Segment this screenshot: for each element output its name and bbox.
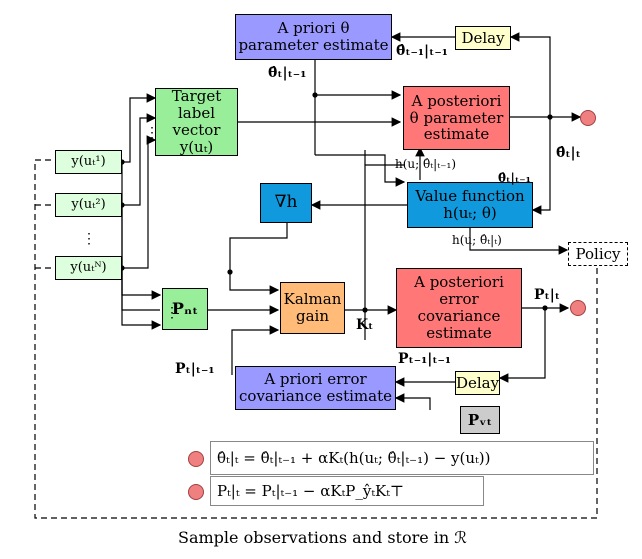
input-label-2: y(uₜ²) <box>71 196 106 212</box>
posterior-theta-block: A posteriori θ parameter estimate <box>403 86 510 150</box>
prior-theta-line2: parameter estimate <box>238 36 389 54</box>
prior-theta-line1: A priori θ <box>277 19 350 38</box>
posterior-theta-line2: θ parameter <box>409 108 504 127</box>
p-equation-text: Pₜ|ₜ = Pₜ|ₜ₋₁ − αKₜP_ŷₜKₜ⊤ <box>217 482 405 500</box>
posterior-cov-block: A posteriori error covariance estimate <box>396 268 522 348</box>
delay-bottom-label: Delay <box>455 373 500 392</box>
target-dots: ⋮ <box>145 125 159 141</box>
target-line1: Target <box>171 87 222 106</box>
prior-cov-block: A priori error covariance estimate <box>235 366 396 410</box>
kalman-line1: Kalman <box>283 290 342 309</box>
theta-prev-label: θ̂ₜ₋₁|ₜ₋₁ <box>396 43 448 59</box>
theta-equation: θ̂ₜ|ₜ = θ̂ₜ|ₜ₋₁ + αKₜ(h(uₜ; θ̂ₜ|ₜ₋₁) − y… <box>210 441 594 475</box>
value-fn-line2: h(uₜ; θ) <box>443 204 497 222</box>
value-fn-block: Value function h(uₜ; θ) <box>407 182 533 228</box>
value-fn-line1: Value function <box>415 187 525 206</box>
input-label-1: y(uₜ¹) <box>71 153 106 169</box>
theta-output-dot <box>580 110 596 126</box>
posterior-cov-line2: error covariance <box>417 290 501 325</box>
delay-top-block: Delay <box>455 26 511 50</box>
posterior-cov-line3: estimate <box>426 323 492 342</box>
p-n-block: Pₙₜ <box>162 288 208 330</box>
posterior-theta-line1: A posteriori <box>411 91 502 110</box>
p-prior-label: Pₜ|ₜ₋₁ <box>175 361 215 377</box>
prior-cov-line1: A priori error <box>264 370 367 389</box>
pn-dots: ⋮ <box>165 305 179 321</box>
h-prior-label: h(u; θ̂ₜ|ₜ₋₁) <box>395 157 457 171</box>
delay-bottom-block: Delay <box>455 371 500 395</box>
posterior-cov-line1: A posteriori <box>414 273 504 292</box>
k-label: Kₜ <box>356 317 374 333</box>
p-n-label: Pₙₜ <box>171 299 199 319</box>
p-output-dot <box>570 300 586 316</box>
p-prev-label: Pₜ₋₁|ₜ₋₁ <box>398 351 452 367</box>
kalman-block: Kalman gain <box>280 282 345 334</box>
h-post-label: h(u; θ̂ₜ|ₜ) <box>452 233 502 247</box>
footer-caption: Sample observations and store in ℛ <box>178 528 468 547</box>
p-v-block: Pᵥₜ <box>460 406 500 434</box>
theta-post-label: θ̂ₜ|ₜ <box>556 145 581 161</box>
input-label-n: y(uₜᴺ) <box>70 259 107 275</box>
p-eq-dot <box>188 484 204 500</box>
target-block: Target label vector y(uₜ) <box>155 88 238 156</box>
delay-top-label: Delay <box>461 28 505 47</box>
input-box-1: y(uₜ¹) <box>55 150 122 174</box>
theta-eq-dot <box>188 451 204 467</box>
theta-equation-text: θ̂ₜ|ₜ = θ̂ₜ|ₜ₋₁ + αKₜ(h(uₜ; θ̂ₜ|ₜ₋₁) − y… <box>217 449 491 467</box>
p-v-label: Pᵥₜ <box>467 410 493 429</box>
target-line3: y(uₜ) <box>179 137 214 156</box>
input-box-2: y(uₜ²) <box>55 193 122 217</box>
input-box-n: y(uₜᴺ) <box>55 256 122 280</box>
input-dots: ⋮ <box>82 231 96 247</box>
grad-label: ∇h <box>274 192 298 213</box>
theta-prior-small-label: θ̂ₜ|ₜ₋₁ <box>498 171 531 185</box>
kalman-line2: gain <box>295 307 329 325</box>
grad-block: ∇h <box>260 183 312 223</box>
p-post-label: Pₜ|ₜ <box>534 287 560 303</box>
prior-theta-block: A priori θ parameter estimate <box>235 14 392 60</box>
policy-label: Policy <box>575 244 621 263</box>
theta-prior-label: θ̂ₜ|ₜ₋₁ <box>268 65 307 81</box>
posterior-theta-line3: estimate <box>423 125 490 144</box>
policy-block: Policy <box>568 242 628 266</box>
p-equation: Pₜ|ₜ = Pₜ|ₜ₋₁ − αKₜP_ŷₜKₜ⊤ <box>210 476 484 506</box>
target-line2: label vector <box>172 104 221 139</box>
prior-cov-line2: covariance estimate <box>239 387 392 405</box>
